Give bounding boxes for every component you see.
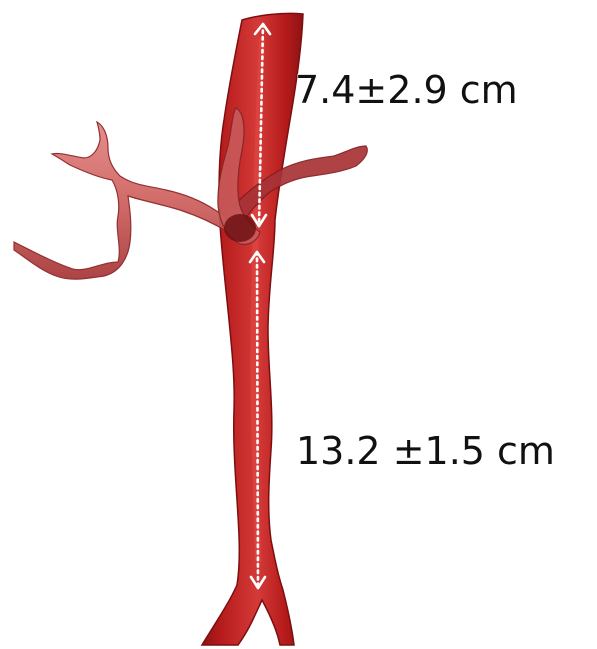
left-branch-vessel xyxy=(14,122,232,279)
upper-measurement-label: 7.4±2.9 cm xyxy=(295,68,518,112)
lower-measurement-label: 13.2 ±1.5 cm xyxy=(296,429,555,473)
branch-junction xyxy=(224,214,256,242)
